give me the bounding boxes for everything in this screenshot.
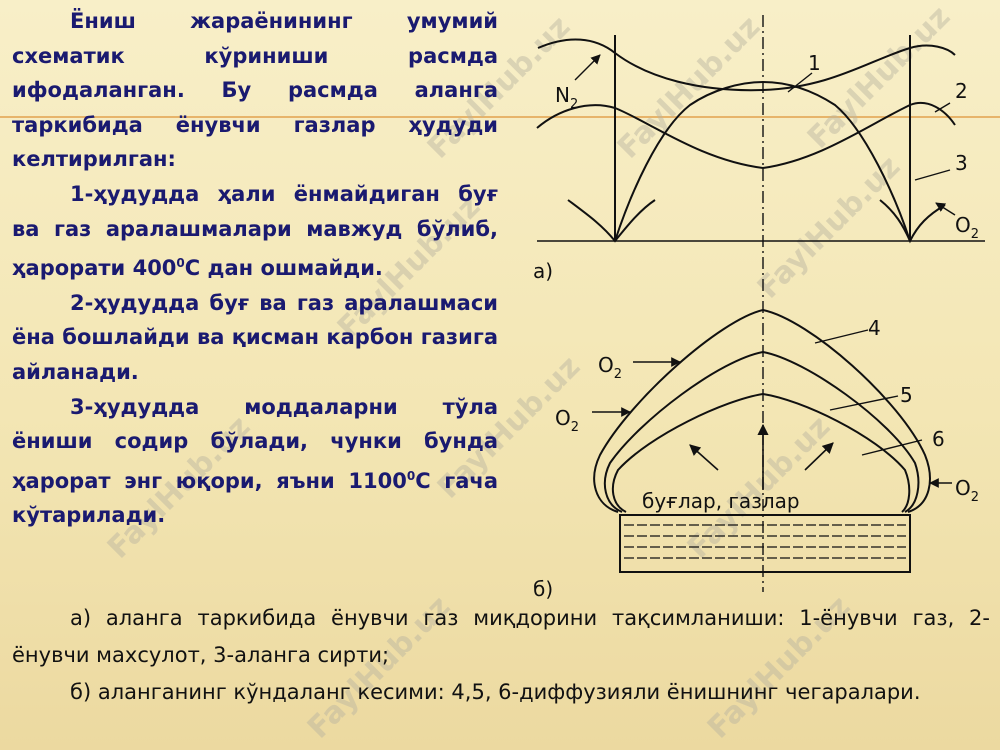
- leader-n2: [574, 54, 601, 81]
- figure-b-labels: O2 O2 O2 4 5 6 буғлар, газлар б): [533, 316, 979, 601]
- curve-combustible-gas: [614, 80, 911, 242]
- paragraph-zone-1: 1-ҳудудда ҳали ёнмайдиган буғ ва газ ара…: [12, 181, 498, 281]
- paragraph-zone-3: 3-ҳудудда моддаларни тўла ёниши содир бў…: [12, 394, 498, 528]
- leader-6: [861, 439, 923, 456]
- figure-caption: а) аланга таркибида ёнувчи газ миқдорини…: [12, 600, 990, 711]
- caption-b: б) аланганинг кўндаланг кесими: 4,5, 6-д…: [70, 680, 921, 704]
- flame-boundary-6: [611, 392, 911, 513]
- figure-a: [536, 35, 985, 244]
- curve-o2-right: [879, 199, 946, 244]
- leader-2: [934, 102, 951, 113]
- curve-label-2: 2: [955, 79, 968, 103]
- accent-line: [0, 116, 1000, 118]
- label-o2-a: O2: [955, 213, 979, 242]
- fuel-vessel: [619, 514, 911, 573]
- leader-1: [787, 72, 813, 93]
- figure-b: [592, 308, 952, 573]
- curve-label-1: 1: [808, 51, 821, 75]
- leader-3: [914, 169, 951, 181]
- flame-boundary-5: [603, 350, 920, 513]
- paragraph-zone-2: 2-ҳудудда буғ ва газ аралашмаси ёна бошл…: [12, 290, 498, 384]
- figure-b-letter: б): [533, 577, 553, 601]
- fuel-liquid-lines: [624, 524, 906, 559]
- leader-5: [829, 395, 899, 411]
- label-n2: N2: [555, 83, 578, 112]
- figure-a-labels: N2 1 2 3 O2 а): [533, 51, 979, 283]
- figure-a-letter: а): [533, 259, 553, 283]
- flame-boundary-4: [593, 308, 931, 513]
- curve-label-4: 4: [868, 316, 881, 340]
- curve-flame-surface: [536, 102, 956, 170]
- label-o2-mid: O2: [555, 406, 579, 435]
- vapor-arrow-left: [689, 444, 719, 471]
- curve-label-5: 5: [900, 383, 913, 407]
- curve-label-3: 3: [955, 151, 968, 175]
- leader-4: [814, 329, 869, 344]
- vapors-label: буғлар, газлар: [642, 489, 800, 513]
- body-text: Ёниш жараёнининг умумий схематик кўриниш…: [12, 4, 498, 533]
- label-o2-top: O2: [598, 353, 622, 382]
- vapor-arrow-right: [804, 442, 834, 471]
- paragraph-intro: Ёниш жараёнининг умумий схематик кўриниш…: [12, 9, 498, 172]
- leader-o2: [935, 202, 956, 216]
- curve-label-6: 6: [932, 427, 945, 451]
- caption-a: а) аланга таркибида ёнувчи газ миқдорини…: [12, 606, 990, 667]
- curve-o2: [567, 199, 656, 243]
- label-o2-right: O2: [955, 476, 979, 505]
- curve-n2: [537, 38, 956, 92]
